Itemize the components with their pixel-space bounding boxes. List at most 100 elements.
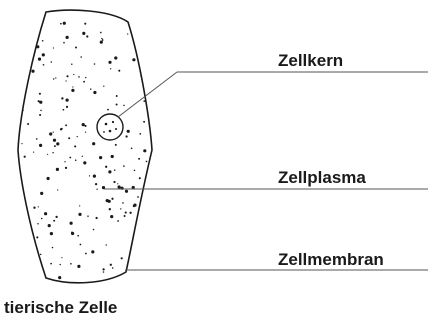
cytoplasm-granule xyxy=(103,271,105,273)
cytoplasm-granule xyxy=(121,257,123,259)
cytoplasm-granule xyxy=(106,199,109,202)
cytoplasm-granule xyxy=(33,207,35,209)
cytoplasm-granule xyxy=(52,152,53,153)
cytoplasm-granule xyxy=(65,124,67,126)
cytoplasm-granule xyxy=(66,106,68,108)
cytoplasm-granule xyxy=(77,136,78,137)
cytoplasm-granule xyxy=(70,222,73,225)
cytoplasm-granule xyxy=(111,155,114,158)
cytoplasm-granule xyxy=(40,192,43,195)
cytoplasm-granule xyxy=(118,185,121,188)
cytoplasm-granule xyxy=(43,64,45,66)
cytoplasm-granule xyxy=(78,213,81,216)
cytoplasm-granule xyxy=(61,97,63,99)
cell-nucleus xyxy=(97,114,123,140)
cytoplasm-granule xyxy=(124,215,126,217)
cytoplasm-granule xyxy=(36,45,39,48)
cytoplasm-granule xyxy=(116,103,118,105)
cytoplasm-granule xyxy=(71,89,74,92)
cytoplasm-granule xyxy=(133,205,135,207)
cytoplasm-granule xyxy=(57,143,58,144)
cytoplasm-granule xyxy=(83,161,86,164)
cytoplasm-granule xyxy=(24,156,26,158)
cytoplasm-granule xyxy=(70,263,72,265)
cytoplasm-granule xyxy=(33,152,34,153)
cytoplasm-granule xyxy=(85,253,87,255)
cytoplasm-granule xyxy=(40,110,42,112)
cytoplasm-granule xyxy=(127,33,128,34)
cytoplasm-granule xyxy=(93,175,96,178)
cytoplasm-granule xyxy=(77,235,79,237)
label-membrane: Zellmembran xyxy=(278,250,384,269)
cytoplasm-granule xyxy=(71,63,72,64)
cytoplasm-granule xyxy=(39,144,42,147)
cytoplasm-granule xyxy=(55,77,56,78)
cytoplasm-granule xyxy=(38,58,41,61)
cytoplasm-granule xyxy=(143,121,145,123)
cytoplasm-granule xyxy=(79,205,80,206)
cytoplasm-granule xyxy=(111,198,113,200)
cytoplasm-granule xyxy=(44,212,47,215)
cytoplasm-granule xyxy=(117,183,118,184)
cytoplasm-granule xyxy=(109,208,111,210)
cytoplasm-granule xyxy=(27,123,29,125)
cytoplasm-granule xyxy=(73,74,74,75)
cytoplasm-granules xyxy=(21,22,147,280)
cytoplasm-granule xyxy=(143,100,145,102)
cytoplasm-granule xyxy=(66,75,68,77)
cytoplasm-granule xyxy=(51,61,53,63)
cytoplasm-granule xyxy=(143,149,146,152)
cytoplasm-granule xyxy=(31,70,34,73)
cytoplasm-granule xyxy=(139,177,141,179)
cytoplasm-granule xyxy=(37,223,39,225)
cytoplasm-granule xyxy=(96,189,97,190)
cytoplasm-granule xyxy=(82,32,85,35)
cytoplasm-granule xyxy=(102,268,104,270)
cytoplasm-granule xyxy=(120,208,121,209)
cytoplasm-granule xyxy=(112,267,114,269)
cytoplasm-granule xyxy=(93,91,96,94)
cytoplasm-granule xyxy=(61,257,62,258)
cytoplasm-granule xyxy=(100,32,102,34)
label-cytoplasm: Zellplasma xyxy=(278,168,366,187)
cytoplasm-granule xyxy=(125,190,128,193)
cytoplasm-granule xyxy=(36,236,38,238)
cytoplasm-granule xyxy=(122,202,124,204)
cytoplasm-granule xyxy=(118,70,120,72)
cytoplasm-granule xyxy=(74,145,76,147)
cytoplasm-granule xyxy=(58,276,61,279)
cytoplasm-granule xyxy=(38,100,40,102)
cytoplasm-granule xyxy=(117,220,119,222)
cytoplasm-granule xyxy=(75,47,77,49)
cytoplasm-granule xyxy=(113,181,115,183)
cytoplasm-granule xyxy=(39,114,41,116)
cytoplasm-granule xyxy=(114,169,116,171)
cytoplasm-granule xyxy=(57,189,58,190)
cytoplasm-granule xyxy=(80,56,82,58)
cytoplasm-granule xyxy=(65,167,67,169)
cytoplasm-granule xyxy=(87,215,89,217)
cytoplasm-granule xyxy=(106,244,107,245)
cytoplasm-granule xyxy=(65,80,66,81)
cytoplasm-granule xyxy=(64,161,65,162)
cytoplasm-granule xyxy=(50,232,53,235)
cytoplasm-granule xyxy=(78,76,80,78)
cytoplasm-granule xyxy=(53,139,56,142)
cytoplasm-granule xyxy=(140,75,142,77)
cytoplasm-granule xyxy=(53,131,54,132)
cytoplasm-granule xyxy=(36,138,38,140)
cytoplasm-granule xyxy=(93,229,95,231)
cytoplasm-granule xyxy=(63,22,66,25)
cytoplasm-granule xyxy=(52,247,53,248)
cytoplasm-granule xyxy=(53,220,55,222)
cytoplasm-granule xyxy=(103,86,104,87)
cytoplasm-granule xyxy=(123,165,125,167)
cytoplasm-granule xyxy=(108,170,111,173)
cytoplasm-granule xyxy=(42,53,45,56)
cytoplasm-granule xyxy=(53,78,54,79)
cytoplasm-granule xyxy=(41,218,43,220)
cytoplasm-granule xyxy=(63,109,65,111)
cytoplasm-granule xyxy=(107,109,109,111)
cytoplasm-granule xyxy=(39,93,41,95)
